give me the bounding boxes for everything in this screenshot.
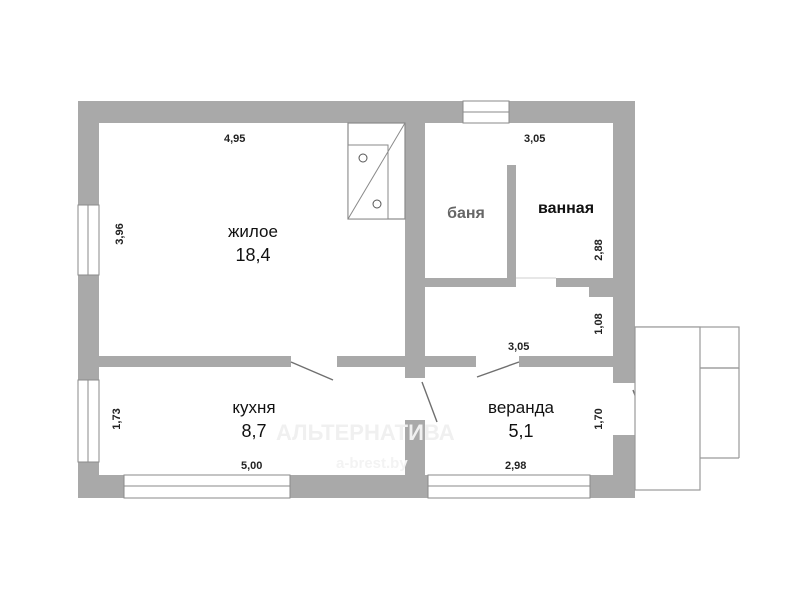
dim-bathroom-depth: 2,88	[593, 239, 605, 260]
door-living-kitchen	[290, 361, 334, 381]
stove-icon	[347, 122, 406, 220]
partition-sauna-bath	[507, 165, 516, 278]
door-gap-kitchen-veranda	[405, 378, 425, 420]
dim-living-depth: 3,96	[114, 223, 126, 244]
room-kitchen	[99, 367, 405, 475]
room-kitchen-area: 8,7	[241, 421, 266, 441]
dim-veranda-width: 2,98	[505, 460, 526, 472]
door-gap-living-kitchen	[291, 356, 337, 367]
room-kitchen-name: кухня	[232, 398, 275, 417]
room-veranda	[425, 367, 613, 475]
partition-bath-bottom	[556, 278, 613, 287]
window-left-kitchen	[77, 379, 100, 463]
partition-hall	[589, 287, 613, 297]
watermark-brand: АЛЬТЕРНАТИВА	[276, 420, 455, 445]
room-sauna-name: баня	[447, 205, 485, 222]
room-living-name: жилое	[228, 222, 278, 241]
room-bathroom-name: ванная	[538, 200, 594, 217]
dim-veranda-depth: 1,70	[593, 408, 605, 429]
door-gap-hall-veranda	[476, 356, 519, 367]
watermark-site: a-brest.by	[336, 455, 408, 472]
room-sauna	[425, 123, 516, 278]
room-veranda-area: 5,1	[508, 421, 533, 441]
room-hall	[425, 278, 613, 356]
dim-kitchen-depth: 1,73	[111, 408, 123, 429]
door-hall-veranda	[476, 361, 520, 378]
dim-hall-width: 3,05	[508, 341, 529, 353]
window-top-bath	[462, 100, 510, 124]
porch	[634, 326, 740, 491]
room-veranda-name: веранда	[488, 398, 555, 417]
door-kitchen-veranda	[421, 381, 438, 423]
dim-living-width: 4,95	[224, 133, 245, 145]
window-bottom-veranda	[427, 474, 591, 499]
dim-hall-depth: 1,08	[593, 313, 605, 334]
partition-sauna-bottom	[425, 278, 516, 287]
room-bathroom	[516, 123, 613, 278]
window-left-living	[77, 204, 100, 276]
window-bottom-kitchen	[123, 474, 291, 499]
door-gap-veranda-outside	[613, 383, 635, 435]
dim-bathroom-width: 3,05	[524, 133, 545, 145]
dim-kitchen-width: 5,00	[241, 460, 262, 472]
room-living-area: 18,4	[235, 245, 270, 265]
